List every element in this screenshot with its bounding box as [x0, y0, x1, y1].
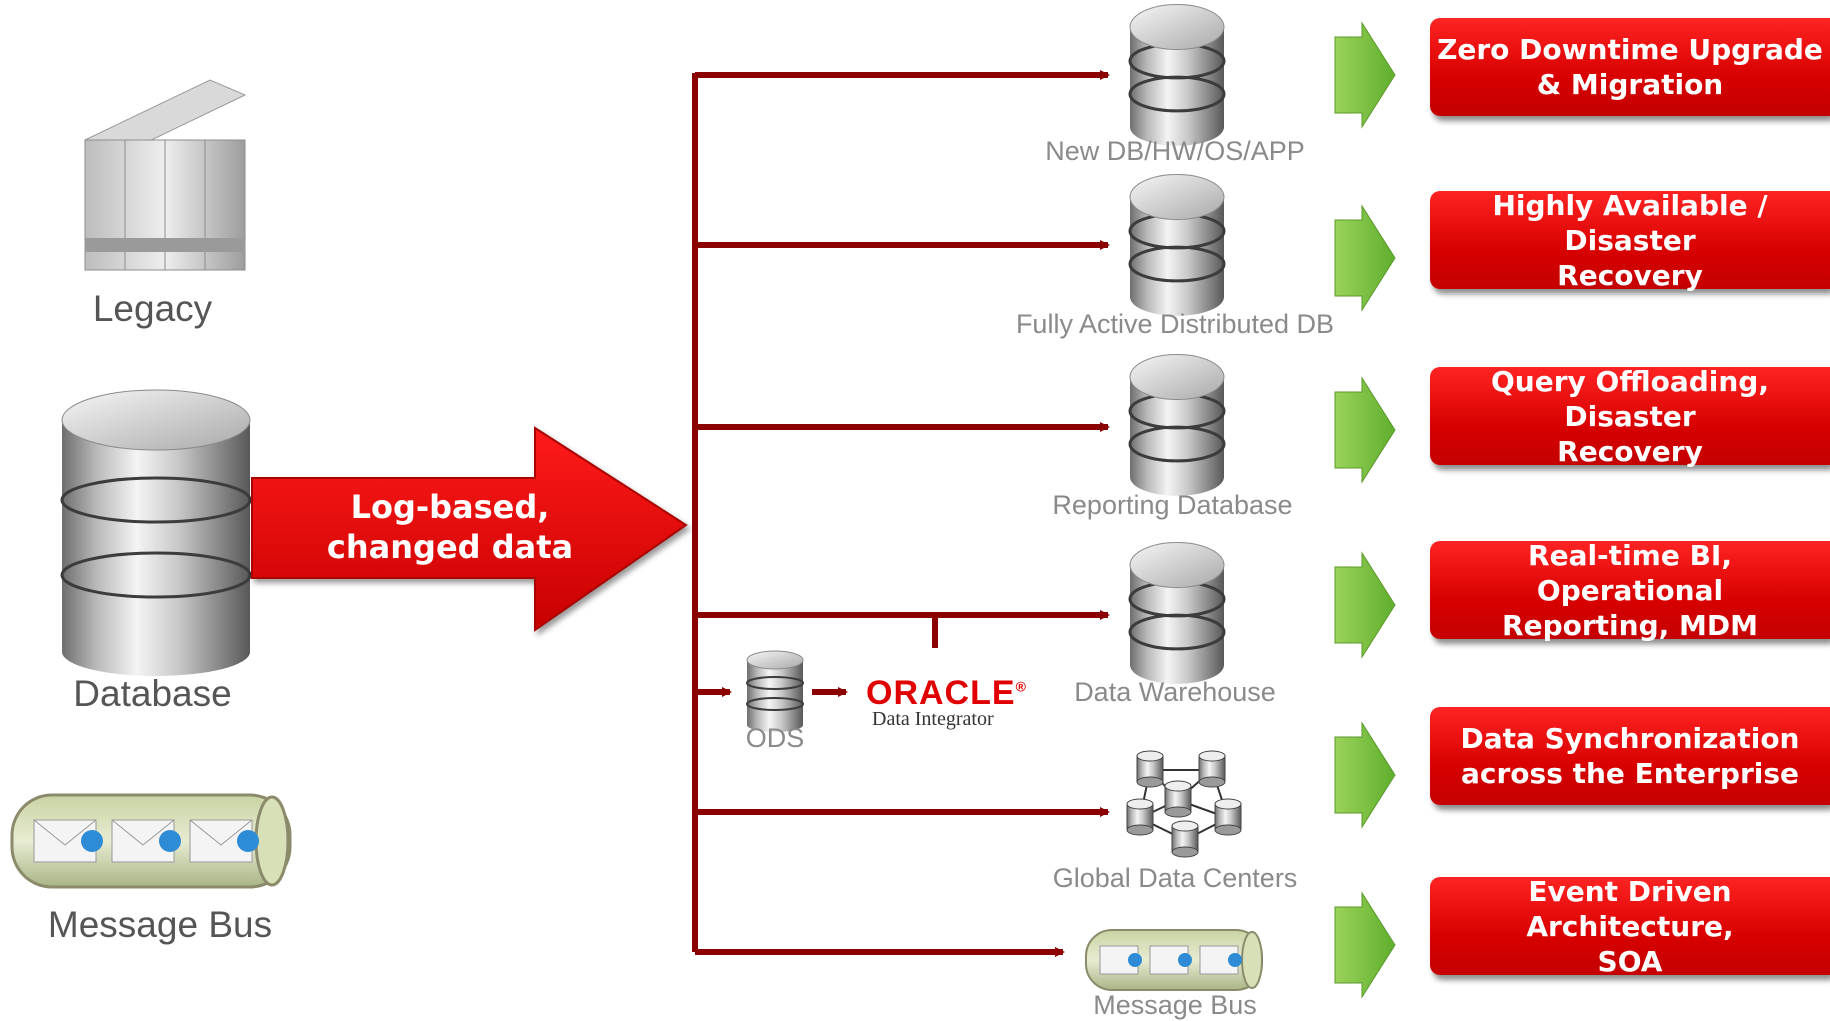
source-message-bus-label: Message Bus — [47, 904, 273, 945]
target-message-bus-icon — [1085, 929, 1263, 991]
network-node-icon — [1164, 780, 1192, 818]
reporting-db-label: Reporting Database — [1052, 490, 1293, 520]
oracle-wordmark: ORACLE — [866, 674, 1016, 712]
green-arrow-icon — [1334, 551, 1396, 659]
network-node-icon — [1214, 798, 1242, 836]
outcome-text: Data Synchronization across the Enterpri… — [1460, 722, 1800, 790]
log-capture-arrow — [251, 426, 688, 632]
envelope-icon — [1199, 945, 1242, 975]
new-db-cylinder-icon — [1128, 3, 1226, 146]
ods-label: ODS — [745, 723, 805, 753]
network-node-icon — [1171, 820, 1199, 858]
outcome-text: Real-time BI, Operational Reporting, MDM — [1502, 538, 1758, 642]
global-data-centers-label: Global Data Centers — [1052, 863, 1298, 893]
connector-lines — [692, 70, 1110, 957]
ods-cylinder-icon — [746, 650, 804, 732]
outcome-box-4: Data Synchronization across the Enterpri… — [1430, 707, 1830, 805]
outcome-text: Query Offloading, Disaster Recovery — [1491, 364, 1769, 468]
green-arrow-icon — [1334, 204, 1396, 312]
distributed-db-label: Fully Active Distributed DB — [1015, 309, 1335, 339]
green-arrow-icon — [1334, 21, 1396, 129]
network-node-icon — [1126, 798, 1154, 836]
reporting-db-cylinder-icon — [1128, 353, 1226, 496]
network-node-icon — [1198, 750, 1226, 788]
distributed-db-cylinder-icon — [1128, 173, 1226, 316]
source-message-bus-icon — [10, 793, 292, 889]
data-warehouse-cylinder-icon — [1128, 541, 1226, 684]
outcome-box-1: Highly Available / Disaster Recovery — [1430, 189, 1830, 292]
legacy-label: Legacy — [92, 288, 213, 329]
envelope-icon — [1149, 945, 1192, 975]
outcome-text: Highly Available / Disaster Recovery — [1492, 188, 1768, 292]
capture-arrow-text: Log-based, changed data — [326, 488, 574, 566]
network-node-icon — [1136, 750, 1164, 788]
green-arrow-icon — [1334, 721, 1396, 829]
oracle-registered-mark: ® — [1015, 678, 1027, 695]
global-data-centers-icon — [1126, 750, 1242, 858]
new-db-label: New DB/HW/OS/APP — [1045, 136, 1305, 166]
oracle-product-name: Data Integrator — [872, 708, 994, 730]
database-label: Database — [73, 673, 232, 714]
outcome-text: Event Driven Architecture, SOA — [1526, 874, 1734, 978]
database-cylinder-icon — [60, 389, 252, 676]
envelope-icon — [189, 819, 259, 863]
outcome-box-0: Zero Downtime Upgrade & Migration — [1430, 18, 1830, 116]
envelope-icon — [111, 819, 181, 863]
outcome-box-3: Real-time BI, Operational Reporting, MDM — [1430, 539, 1830, 642]
green-arrow-icon — [1334, 891, 1396, 999]
envelope-icon — [1099, 945, 1142, 975]
outcome-box-5: Event Driven Architecture, SOA — [1430, 875, 1830, 978]
green-arrow-icon — [1334, 376, 1396, 484]
outcome-text: Zero Downtime Upgrade & Migration — [1437, 33, 1823, 101]
target-message-bus-label: Message Bus — [1093, 990, 1257, 1020]
outcome-box-2: Query Offloading, Disaster Recovery — [1430, 365, 1830, 468]
data-warehouse-label: Data Warehouse — [1074, 677, 1276, 707]
envelope-icon — [33, 819, 103, 863]
legacy-server-icon — [83, 79, 247, 271]
